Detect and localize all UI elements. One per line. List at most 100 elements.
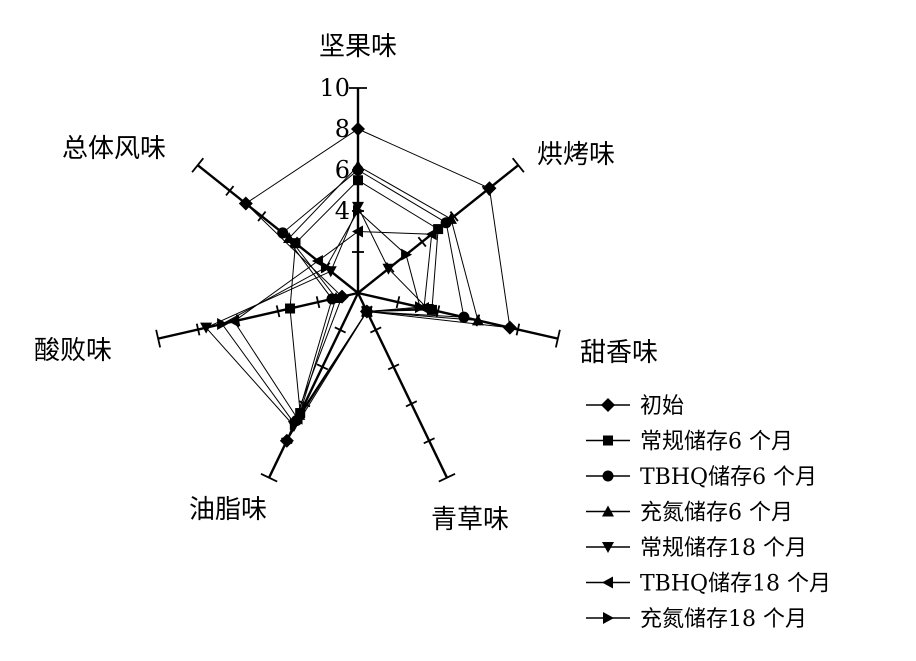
- tick-label: 8: [335, 115, 350, 143]
- legend-item: 充氮储存18 个月: [586, 607, 807, 632]
- axis-tick-mark: [515, 323, 521, 336]
- radar-axis-line: [356, 292, 449, 479]
- series-marker-triangle-right: [361, 305, 373, 318]
- series-marker-square: [426, 304, 437, 315]
- series-marker-square: [353, 175, 363, 186]
- series-marker-triangle-up: [330, 292, 343, 304]
- axis-tick-mark: [387, 363, 400, 371]
- series-marker-circle: [458, 311, 470, 323]
- axis-end-cap: [155, 329, 162, 348]
- series-marker-triangle-right: [217, 318, 229, 331]
- series-marker-triangle-right: [289, 418, 301, 431]
- axis-tick-mark: [257, 211, 267, 222]
- series-marker-diamond: [238, 196, 253, 211]
- axis-end-cap: [511, 157, 525, 173]
- series-marker-square: [285, 303, 296, 314]
- axis-tick-mark: [395, 296, 401, 309]
- series-marker-diamond: [482, 181, 497, 196]
- tick-label: 6: [335, 156, 350, 184]
- axis-tick-mark: [423, 437, 435, 445]
- tick-label-layer: 4 6 8 10: [319, 74, 350, 225]
- radar-axis-line: [157, 291, 359, 340]
- series-marker-triangle-left: [352, 225, 363, 238]
- series-marker-triangle-left: [228, 315, 240, 328]
- series-marker-square: [603, 435, 613, 446]
- series-line: [205, 205, 430, 427]
- series-group: [283, 159, 484, 420]
- legend-label: 常规储存18 个月: [640, 536, 807, 561]
- series-marker-square: [290, 238, 301, 249]
- axis-tick-mark: [369, 326, 382, 334]
- series-marker-triangle-left: [311, 255, 323, 268]
- axis-end-cap: [260, 472, 278, 483]
- legend-item: 常规储存6 个月: [586, 430, 793, 455]
- axis-label: 总体风味: [62, 134, 166, 164]
- axis-tick-mark: [405, 400, 418, 408]
- axis-tick-mark: [449, 211, 459, 222]
- series-marker-triangle-up: [352, 159, 364, 171]
- series-marker-triangle-down: [200, 322, 213, 334]
- axis-tick-mark: [225, 185, 235, 196]
- series-marker-diamond: [601, 398, 615, 412]
- legend-item: TBHQ储存18 个月: [586, 572, 831, 597]
- series-marker-square: [433, 224, 444, 235]
- series-layer: [200, 122, 517, 448]
- legend-label: 充氮储存6 个月: [640, 501, 793, 526]
- radar-axis-line: [196, 164, 359, 294]
- series-marker-diamond: [351, 122, 365, 136]
- series-marker-triangle-right: [414, 301, 426, 314]
- series-marker-circle: [602, 470, 614, 482]
- series-marker-diamond: [502, 320, 517, 335]
- axis-label: 烘烤味: [537, 140, 615, 170]
- legend-label: TBHQ储存6 个月: [640, 465, 817, 490]
- series-group: [277, 164, 470, 426]
- series-marker-triangle-left: [602, 576, 613, 589]
- series-line: [221, 210, 421, 425]
- legend-item: 充氮储存6 个月: [586, 501, 793, 526]
- tick-label: 4: [335, 197, 350, 225]
- axis-tick-mark: [316, 363, 329, 371]
- axis-label: 青草味: [431, 505, 509, 535]
- axis-tick-mark: [417, 236, 427, 248]
- series-marker-triangle-right: [603, 612, 614, 624]
- legend-label: 常规储存6 个月: [640, 430, 793, 455]
- axis-tick-mark: [334, 326, 347, 334]
- legend-label: 初始: [640, 394, 684, 419]
- axis-label: 坚果味: [319, 32, 397, 62]
- series-marker-triangle-right: [320, 261, 332, 274]
- series-group: [238, 122, 517, 448]
- axis-tick-mark: [275, 305, 281, 318]
- axis-end-cap: [191, 157, 205, 173]
- legend-label: TBHQ储存18 个月: [640, 572, 831, 597]
- radar-axis-line: [357, 291, 559, 340]
- series-marker-diamond: [279, 433, 294, 448]
- legend-item: 常规储存18 个月: [586, 536, 807, 561]
- series-marker-triangle-down: [602, 542, 614, 553]
- series-marker-triangle-right: [401, 248, 413, 261]
- series-line: [245, 128, 511, 442]
- axis-tick-mark: [195, 323, 201, 336]
- axis-label: 油脂味: [189, 495, 267, 525]
- radar-axis-line: [267, 292, 360, 479]
- series-marker-circle: [277, 227, 289, 239]
- axis-end-cap: [438, 472, 456, 483]
- tick-label: 10: [319, 74, 350, 102]
- legend-label: 充氮储存18 个月: [640, 607, 807, 632]
- legend-item: TBHQ储存6 个月: [586, 465, 817, 490]
- series-marker-triangle-up: [444, 212, 457, 224]
- series-marker-triangle-right: [353, 205, 364, 217]
- series-group: [217, 205, 426, 431]
- axis-label: 酸败味: [34, 336, 112, 366]
- series-marker-triangle-up: [602, 505, 614, 517]
- series-marker-triangle-down: [382, 263, 395, 275]
- legend-item: 初始: [586, 394, 684, 419]
- series-marker-triangle-up: [471, 314, 484, 326]
- axes-layer: [155, 87, 561, 483]
- series-marker-triangle-down: [352, 201, 364, 213]
- axis-end-cap: [554, 329, 561, 348]
- series-marker-triangle-up: [283, 232, 296, 244]
- series-marker-triangle-left: [425, 228, 437, 241]
